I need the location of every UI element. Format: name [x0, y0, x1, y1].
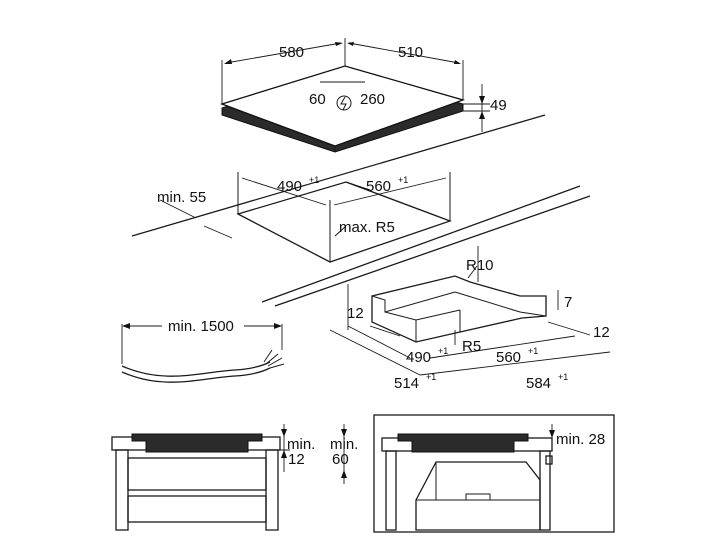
frame-outer-radius-label: R10 [466, 257, 494, 274]
power-symbol-icon [336, 95, 352, 111]
cutout-depth-label: 560 [366, 178, 391, 195]
frame-inner-width-label: 490 [406, 349, 431, 366]
hob-illustration [219, 65, 466, 153]
cutout-width-label: 490 [277, 178, 302, 195]
install-left-gap-b-value: 60 [332, 451, 349, 468]
frame-rim-left-label: 12 [347, 305, 364, 322]
cutout-radius-label: max. R5 [339, 219, 395, 236]
frame-outer-width-label: 514 [394, 375, 419, 392]
frame-inner-depth-tolerance: +1 [528, 346, 538, 356]
frame-outer-width-tolerance: +1 [426, 372, 436, 382]
install-left-gap-b-prefix: min. [330, 436, 358, 453]
hob-height-label: 49 [490, 97, 507, 114]
hob-width-label: 580 [279, 44, 304, 61]
frame-rim-height-label: 7 [564, 294, 572, 311]
frame-inner-width-tolerance: +1 [438, 346, 448, 356]
cutout-width-tolerance: +1 [309, 175, 319, 185]
frame-outer-depth-label: 584 [526, 375, 551, 392]
frame-inner-radius-label: R5 [462, 338, 481, 355]
cable-length-label: min. 1500 [168, 318, 234, 335]
hob-dimensions [221, 38, 490, 132]
frame-dimensions [329, 284, 611, 376]
install-left-cabinet [111, 424, 347, 531]
install-right-clearance-label: min. 28 [556, 431, 605, 448]
install-left-gap-a-value: 12 [288, 451, 305, 468]
install-left-gap-a-prefix: min. [287, 436, 315, 453]
frame-inner-depth-label: 560 [496, 349, 521, 366]
frame-outer-depth-tolerance: +1 [558, 372, 568, 382]
power-cable [121, 323, 285, 383]
hob-depth-label: 510 [398, 44, 423, 61]
cutout-min-edge-label: min. 55 [157, 189, 206, 206]
mounting-frame [371, 246, 547, 345]
worktop-cutout [131, 114, 591, 307]
frame-rim-right-label: 12 [593, 324, 610, 341]
connection-b-label: 260 [360, 91, 385, 108]
connection-a-label: 60 [309, 91, 326, 108]
cutout-depth-tolerance: +1 [398, 175, 408, 185]
install-right-cabinet [373, 414, 615, 533]
